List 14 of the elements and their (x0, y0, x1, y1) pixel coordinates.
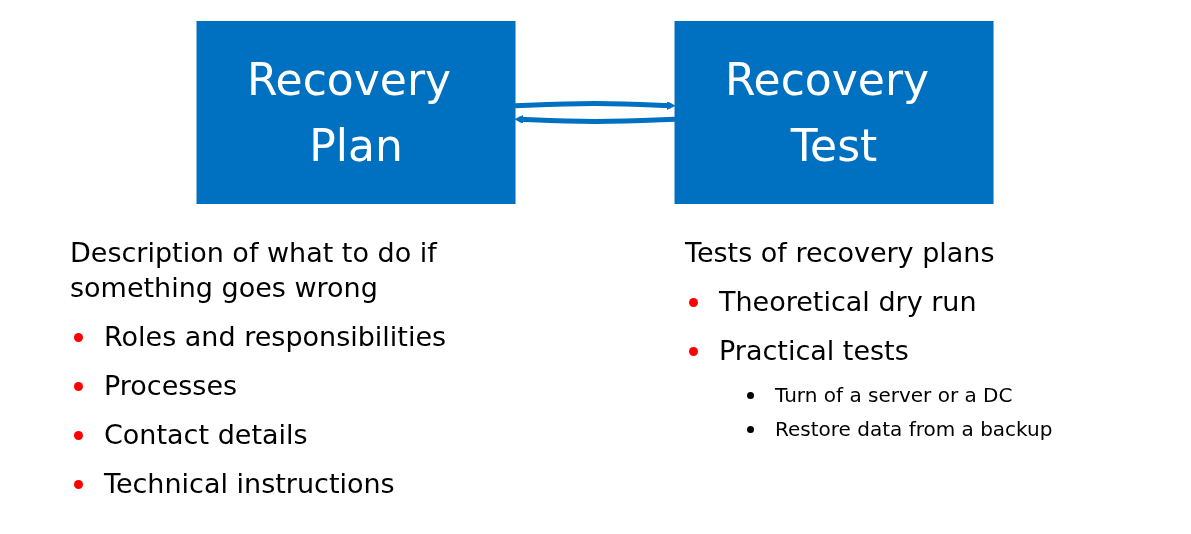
arrow (515, 101, 676, 110)
bullet-text: Contact details (104, 419, 308, 451)
bullet-text: Technical instructions (104, 468, 395, 500)
bullet-text: Restore data from a backup (775, 417, 1053, 442)
description-text: Tests of recovery plans (685, 237, 995, 268)
bullet-text: Theoretical dry run (719, 286, 977, 318)
bullet-text: Roles and responsibilities (104, 321, 447, 353)
node-box: Recovery Plan (197, 21, 516, 204)
bullet-text: Processes (104, 370, 238, 402)
bullet-text: Turn of a server or a DC (775, 383, 1013, 408)
description-text: Description of what to do if something goes wrong (70, 237, 437, 304)
node-box: Recovery Test (675, 21, 994, 204)
arrow (515, 115, 676, 124)
bullet-text: Practical tests (719, 335, 909, 367)
